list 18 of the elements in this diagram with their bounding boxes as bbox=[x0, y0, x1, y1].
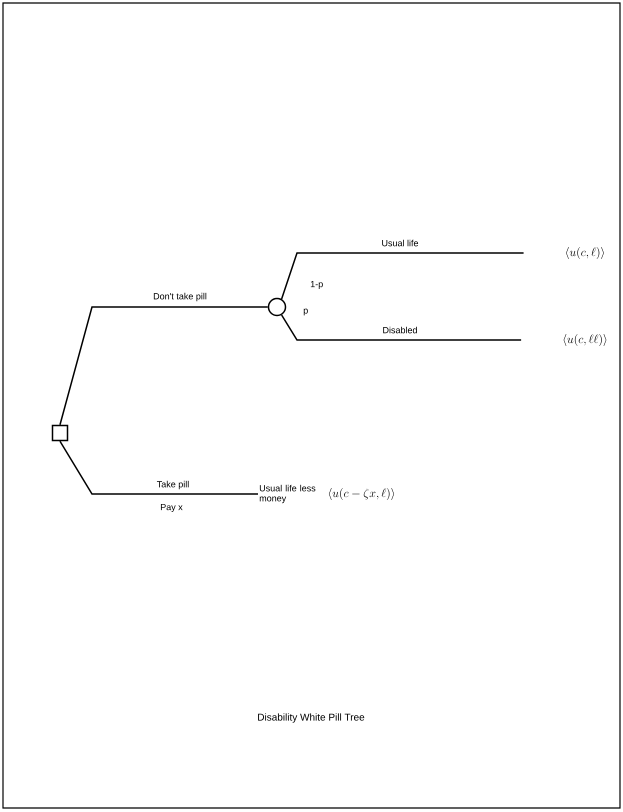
outcome-value: $\langle u(c,\ell\ell)\rangle$ bbox=[564, 334, 606, 346]
branch-label: Take pill bbox=[156, 480, 189, 490]
outcome-value: $\langle u(c-\zeta x,\ell)\rangle$ bbox=[328, 488, 394, 500]
branch-line bbox=[59, 440, 258, 495]
branch-label: Usual life bbox=[382, 240, 418, 246]
branch-label: Don't take pill bbox=[154, 292, 206, 302]
branch-label: 1-p bbox=[310, 280, 323, 290]
branch-label: p bbox=[304, 308, 308, 316]
branch-line bbox=[59, 306, 268, 425]
chance-circle bbox=[268, 298, 286, 316]
decision-square bbox=[52, 424, 68, 442]
branch-label: Disabled bbox=[383, 326, 417, 334]
outcome-value: $\langle u(c,\ell)\rangle$ bbox=[566, 247, 604, 260]
branch-label: Pay x bbox=[160, 504, 183, 512]
outcome-text: Usual life less money bbox=[260, 484, 316, 504]
branch-line bbox=[280, 252, 524, 300]
caption: Disability White Pill Tree bbox=[258, 713, 364, 723]
branch-line bbox=[280, 314, 522, 341]
